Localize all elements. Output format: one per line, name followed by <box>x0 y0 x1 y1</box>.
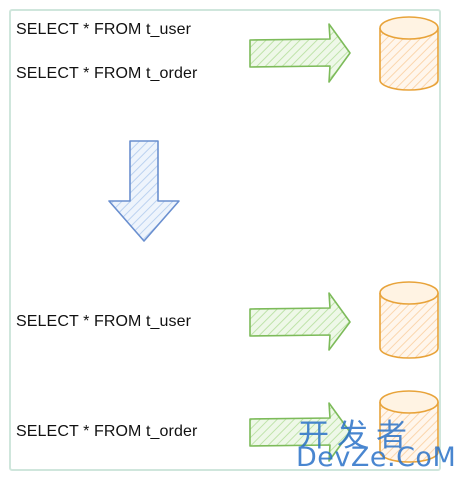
watermark: 开发者 DevZe.CoM <box>296 410 455 474</box>
sql-query-user-top: SELECT * FROM t_user <box>16 21 192 38</box>
watermark-chinese: 开发者 <box>298 418 415 454</box>
down-arrow-icon <box>108 140 180 242</box>
sql-query-order-top: SELECT * FROM t_order <box>16 65 198 82</box>
right-arrow-icon <box>249 23 351 83</box>
right-arrow-icon <box>249 292 351 351</box>
database-icon <box>379 281 439 359</box>
sql-query-user-bottom: SELECT * FROM t_user <box>16 313 192 330</box>
watermark-latin: DevZe.CoM <box>296 442 455 473</box>
right-arrow-icon <box>249 402 351 462</box>
database-icon <box>379 16 439 91</box>
diagram-frame <box>9 9 441 471</box>
database-icon <box>379 390 439 463</box>
sql-query-order-bottom: SELECT * FROM t_order <box>16 423 198 440</box>
